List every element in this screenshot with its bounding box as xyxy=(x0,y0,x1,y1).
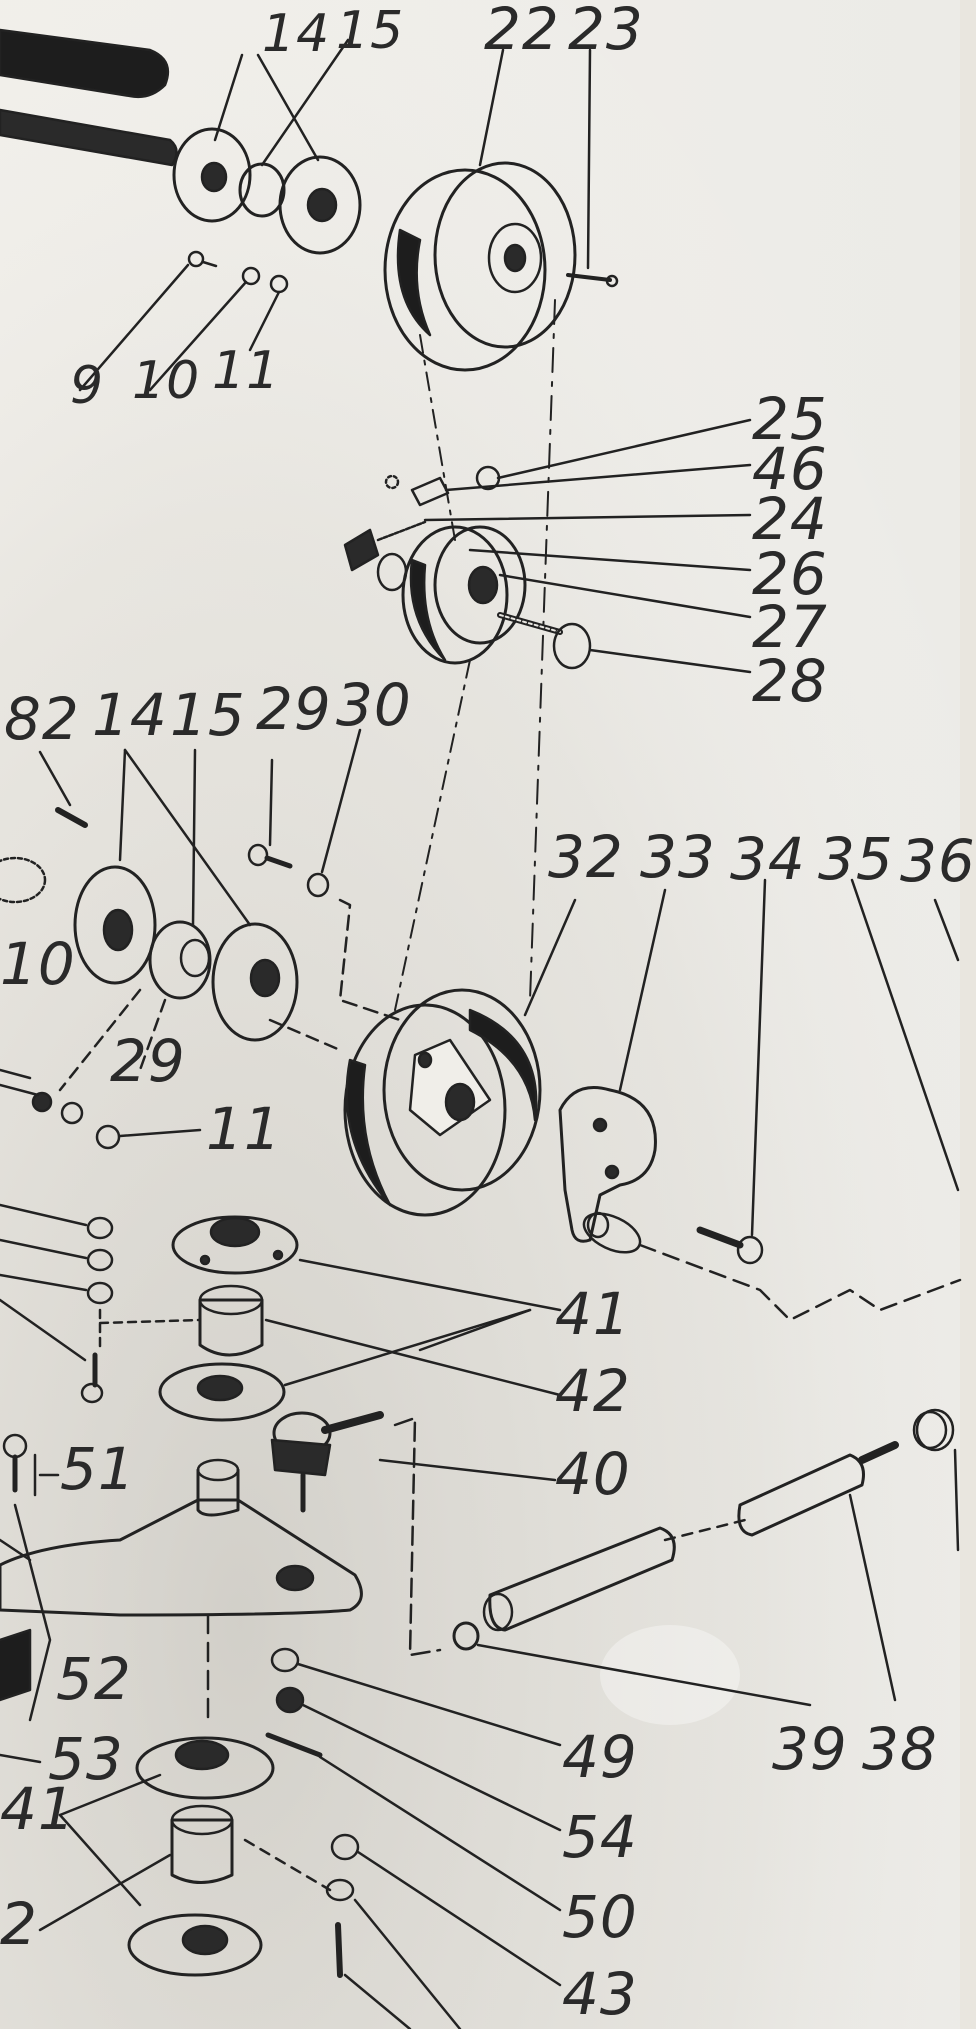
eye-bolt-40 xyxy=(270,1411,557,1657)
bearing-flange-set-mid xyxy=(0,748,342,1092)
callout-9: 9 xyxy=(70,356,105,416)
callout-29-mid: 29 xyxy=(256,675,332,743)
callout-42-lower: 2 xyxy=(0,1890,38,1958)
glare-spot xyxy=(600,1625,740,1725)
shaft-part xyxy=(0,28,178,167)
callout-25: 25 xyxy=(752,385,828,453)
callout-53: 53 xyxy=(48,1725,124,1793)
callout-51: 51 xyxy=(60,1435,136,1503)
pulley-22 xyxy=(383,48,577,372)
callout-36: 36 xyxy=(900,827,976,895)
callout-39: 39 xyxy=(772,1715,848,1783)
callout-15-top: 15 xyxy=(336,1,405,61)
washers-left xyxy=(0,1203,202,1404)
callout-54: 54 xyxy=(562,1803,638,1871)
callout-49: 49 xyxy=(562,1723,638,1791)
callout-15-mid: 15 xyxy=(170,681,246,749)
callout-33: 33 xyxy=(640,823,716,891)
leaders-35-36 xyxy=(850,878,960,1552)
bolt-34 xyxy=(638,878,962,1322)
callout-41-upper: 41 xyxy=(555,1280,631,1348)
callout-82: 82 xyxy=(4,685,80,753)
callout-14-mid: 14 xyxy=(92,681,168,749)
callout-32: 32 xyxy=(548,823,624,891)
gas-strut xyxy=(452,1410,948,1707)
bushing-stack-upper xyxy=(158,1215,562,1422)
callout-46: 46 xyxy=(752,435,828,503)
callout-43: 43 xyxy=(562,1960,638,2028)
leaders-52-53 xyxy=(0,1503,52,1764)
callout-40: 40 xyxy=(555,1440,631,1508)
callout-14-top: 14 xyxy=(262,4,331,64)
small-hardware-top xyxy=(78,250,289,392)
pulley-32 xyxy=(343,659,577,1217)
arm-bracket-33 xyxy=(558,888,667,1254)
callout-27: 27 xyxy=(752,593,828,661)
callout-24: 24 xyxy=(752,485,828,553)
callout-22: 22 xyxy=(484,0,560,63)
callout-10-top: 10 xyxy=(132,351,201,411)
small-hardware-mid xyxy=(0,1068,202,1150)
screw-washer-29-30 xyxy=(247,728,402,1022)
small-hardware-lower xyxy=(265,1647,562,2029)
callout-26: 26 xyxy=(752,540,828,608)
callout-30: 30 xyxy=(336,671,412,739)
callout-29-lower: 29 xyxy=(110,1027,186,1095)
pin-23 xyxy=(529,48,619,1001)
lever-plate xyxy=(0,1458,363,1722)
bushing-stack-lower xyxy=(38,1736,332,1977)
callout-42-upper: 42 xyxy=(555,1357,631,1425)
callout-11-mid: 11 xyxy=(206,1095,282,1163)
callout-38: 38 xyxy=(862,1715,938,1783)
callout-10-mid: 10 xyxy=(0,930,76,998)
callout-28: 28 xyxy=(752,647,828,715)
callout-11-top: 11 xyxy=(212,341,281,401)
bolt-51 xyxy=(2,1433,60,1497)
callout-41-lower: 41 xyxy=(0,1775,76,1843)
callout-23: 23 xyxy=(568,0,644,63)
bearing-flange-set-top xyxy=(172,38,362,255)
callout-50: 50 xyxy=(562,1883,638,1951)
callout-52: 52 xyxy=(56,1645,132,1713)
callout-34: 34 xyxy=(730,825,806,893)
callout-35: 35 xyxy=(818,825,894,893)
idler-assembly xyxy=(343,334,752,674)
